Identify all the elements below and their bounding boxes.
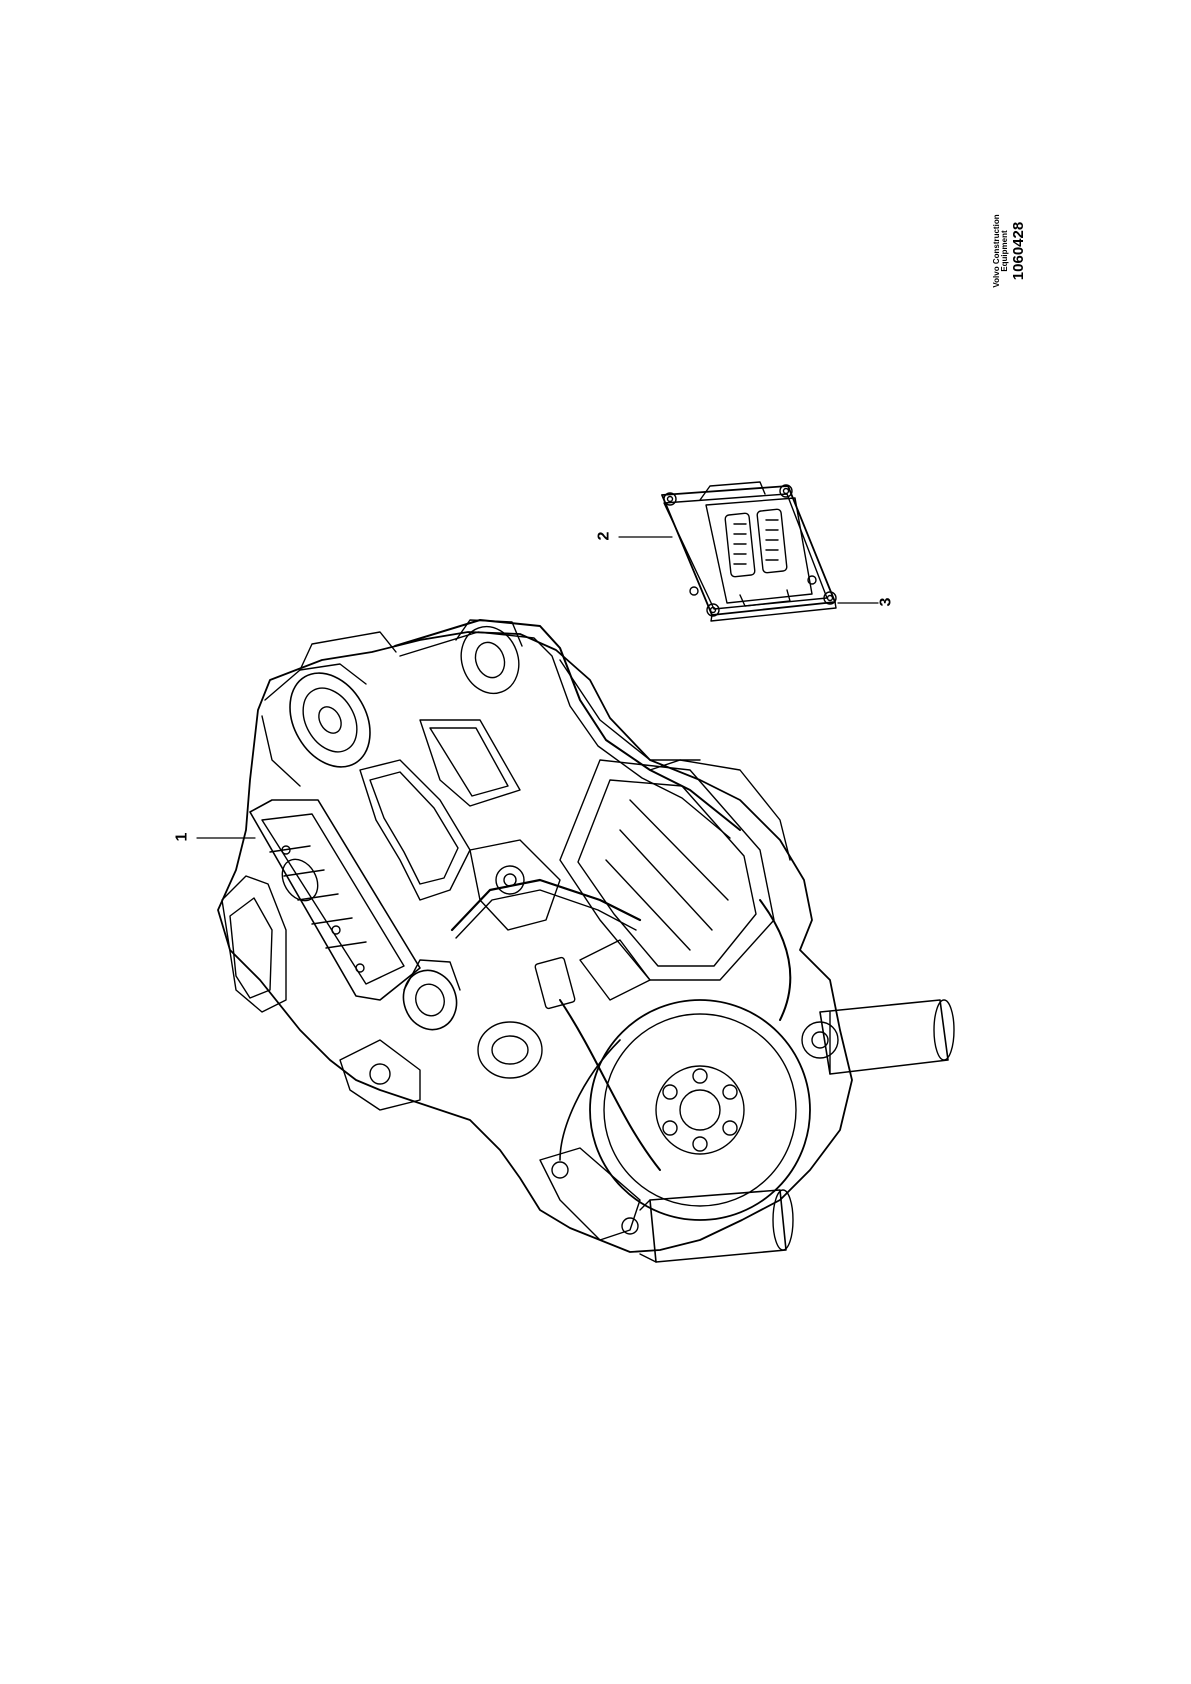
callout-1: 1 <box>173 828 190 846</box>
callout-2-label: 2 <box>595 531 613 541</box>
callout-3: 3 <box>877 593 894 611</box>
callout-leaders <box>196 536 879 839</box>
ecu-unit <box>661 481 837 622</box>
callout-3-label: 3 <box>877 597 895 607</box>
callout-1-label: 1 <box>173 832 191 842</box>
callout-2: 2 <box>595 527 612 545</box>
engine-assembly <box>217 619 955 1263</box>
